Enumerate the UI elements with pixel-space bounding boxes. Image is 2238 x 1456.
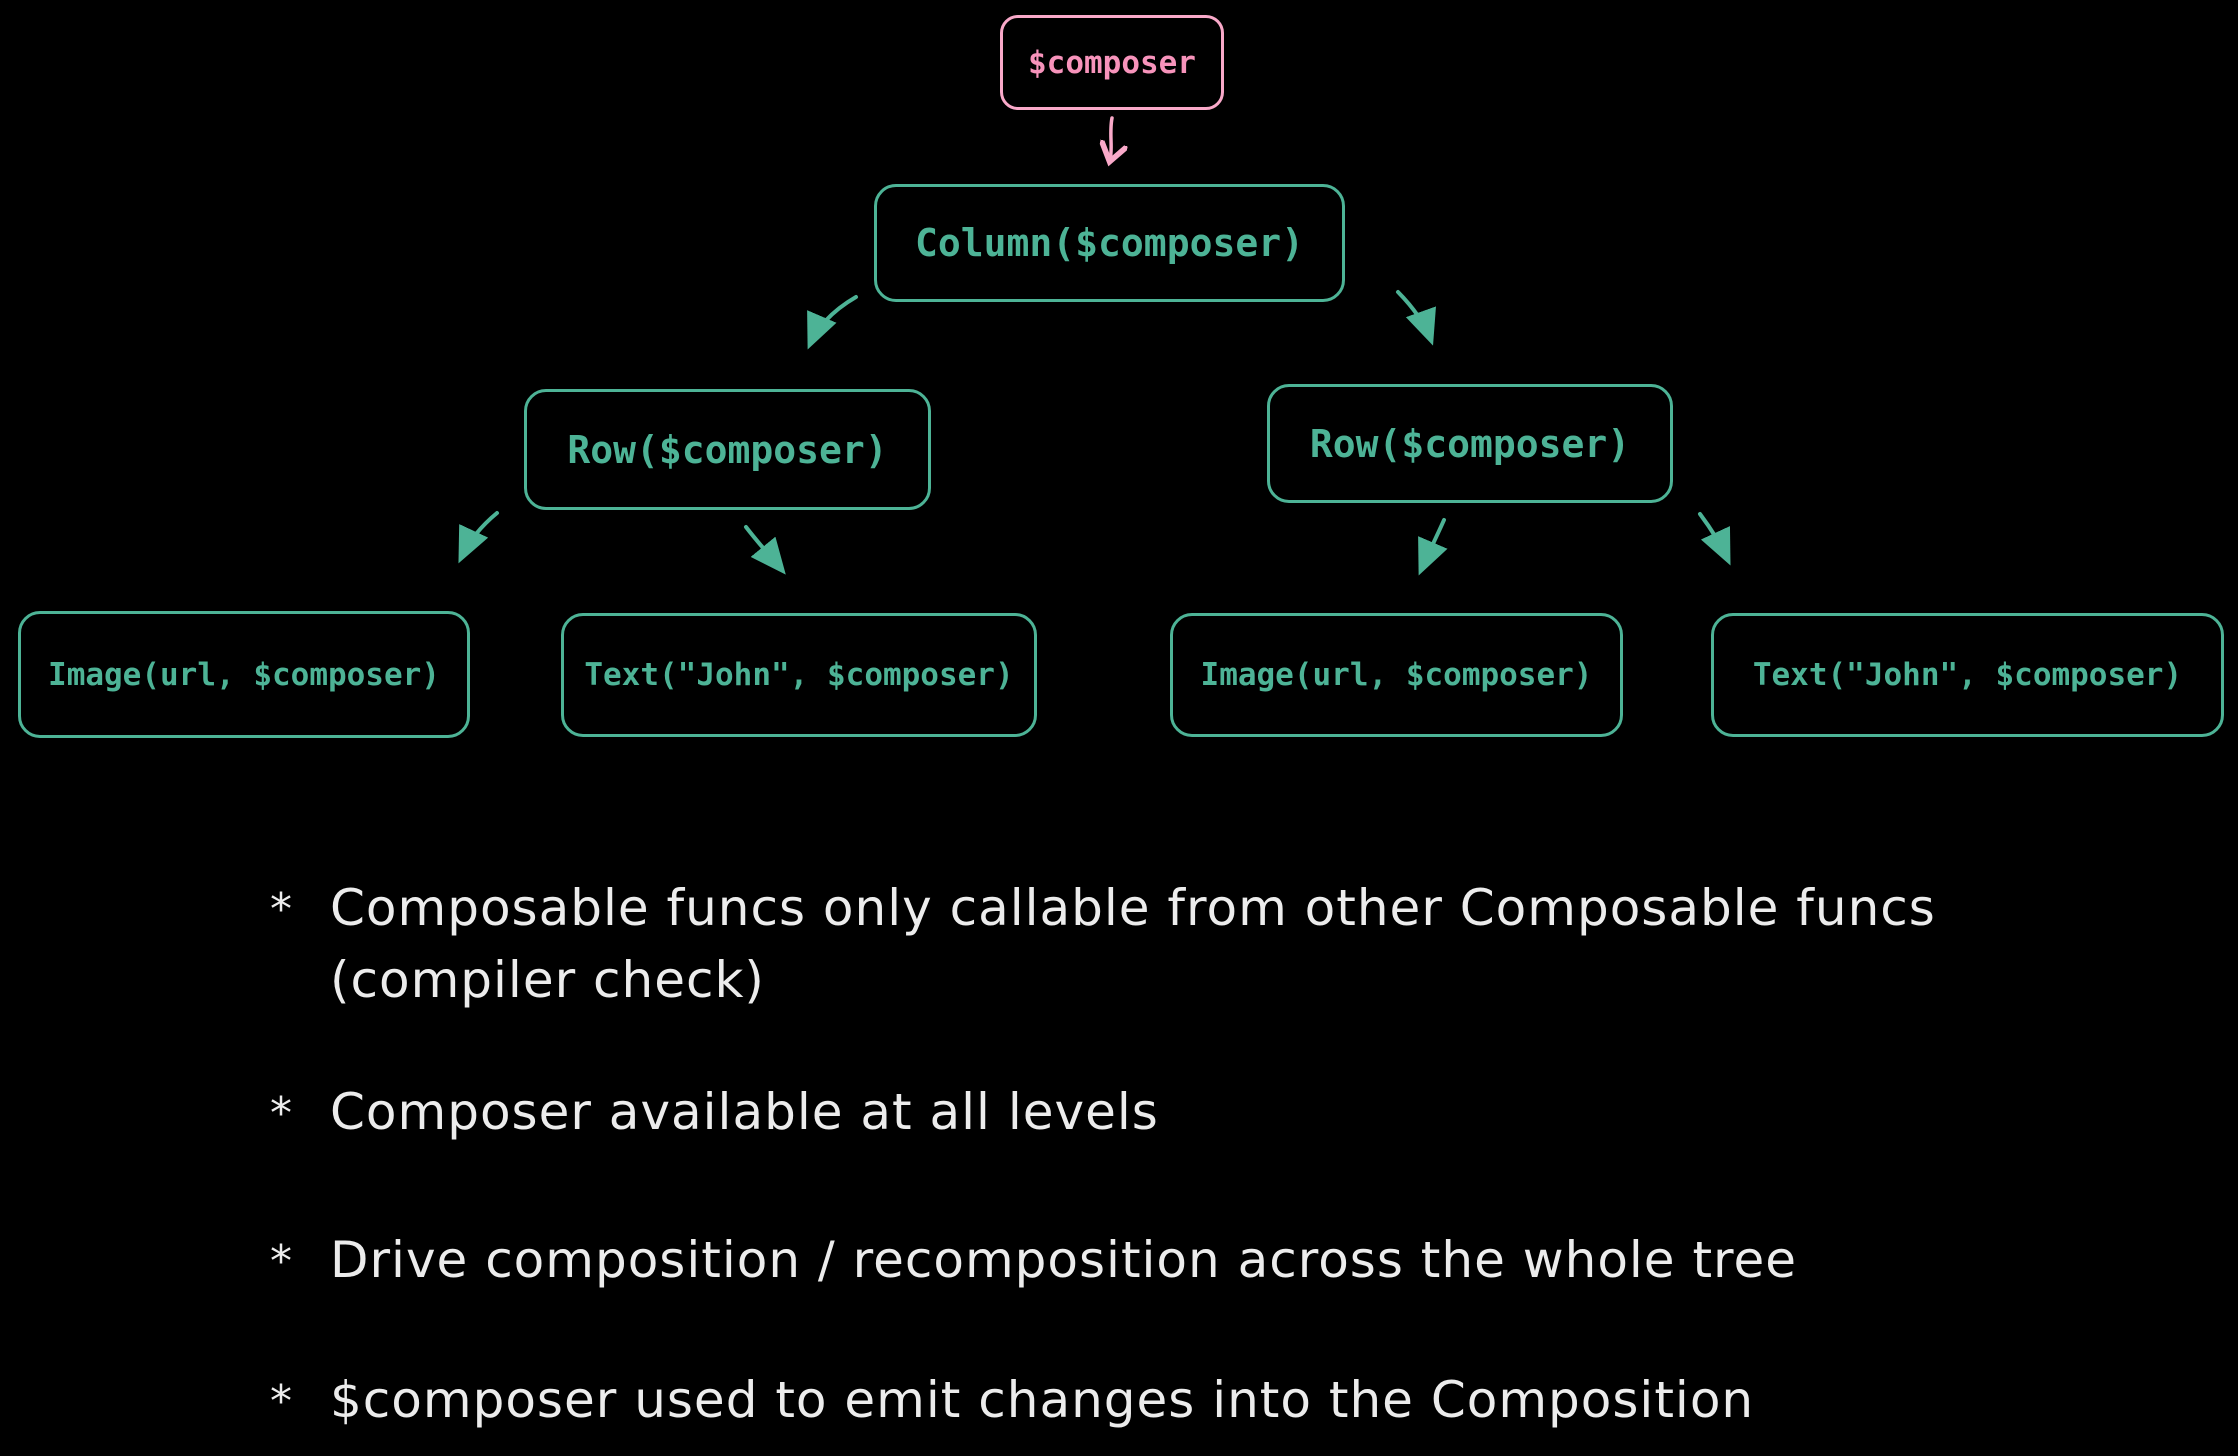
note-line: Composer available at all levels: [330, 1083, 1159, 1141]
arrow-row-left-to-image: [458, 511, 499, 564]
node-column-label: Column($composer): [915, 221, 1304, 265]
arrow-row-left-to-text: [744, 525, 786, 575]
note-item: * $composer used to emit changes into th…: [270, 1364, 1754, 1438]
node-text-left: Text("John", $composer): [561, 613, 1037, 737]
note-text: Composer available at all levels: [330, 1076, 1159, 1148]
node-row-right-label: Row($composer): [1309, 421, 1631, 466]
arrow-composer-to-column: [1110, 116, 1112, 160]
node-image-left: Image(url, $composer): [18, 611, 470, 738]
note-item: * Composable funcs only callable from ot…: [270, 872, 1936, 1016]
arrow-column-to-row-right: [1396, 290, 1436, 346]
arrow-row-right-to-image: [1418, 518, 1448, 576]
note-text: $composer used to emit changes into the …: [330, 1364, 1754, 1436]
node-composer: $composer: [1000, 15, 1224, 110]
note-line: $composer used to emit changes into the …: [330, 1371, 1755, 1429]
note-item: * Composer available at all levels: [270, 1076, 1159, 1150]
node-text-right-label: Text("John", $composer): [1752, 657, 2183, 693]
arrow-row-right-to-text: [1698, 512, 1731, 566]
bullet-asterisk: *: [270, 1236, 293, 1287]
note-line: Drive composition / recomposition across…: [330, 1231, 1798, 1289]
node-composer-label: $composer: [1028, 44, 1196, 81]
node-image-right-label: Image(url, $composer): [1200, 657, 1593, 693]
bullet-asterisk: *: [270, 1376, 293, 1427]
note-text: Drive composition / recomposition across…: [330, 1224, 1797, 1296]
bullet-asterisk: *: [270, 884, 293, 935]
node-row-left: Row($composer): [524, 389, 931, 510]
note-line: (compiler check): [330, 951, 765, 1009]
note-text: Composable funcs only callable from othe…: [330, 872, 1936, 1016]
bullet-asterisk: *: [270, 1088, 293, 1139]
node-image-left-label: Image(url, $composer): [48, 656, 440, 693]
note-item: * Drive composition / recomposition acro…: [270, 1224, 1797, 1298]
node-column: Column($composer): [874, 184, 1345, 302]
node-text-left-label: Text("John", $composer): [584, 657, 1014, 693]
node-row-right: Row($composer): [1267, 384, 1673, 503]
node-row-left-label: Row($composer): [567, 427, 888, 472]
node-image-right: Image(url, $composer): [1170, 613, 1623, 737]
node-text-right: Text("John", $composer): [1711, 613, 2224, 737]
note-line: Composable funcs only callable from othe…: [330, 879, 1936, 937]
arrow-column-to-row-left: [807, 295, 858, 350]
